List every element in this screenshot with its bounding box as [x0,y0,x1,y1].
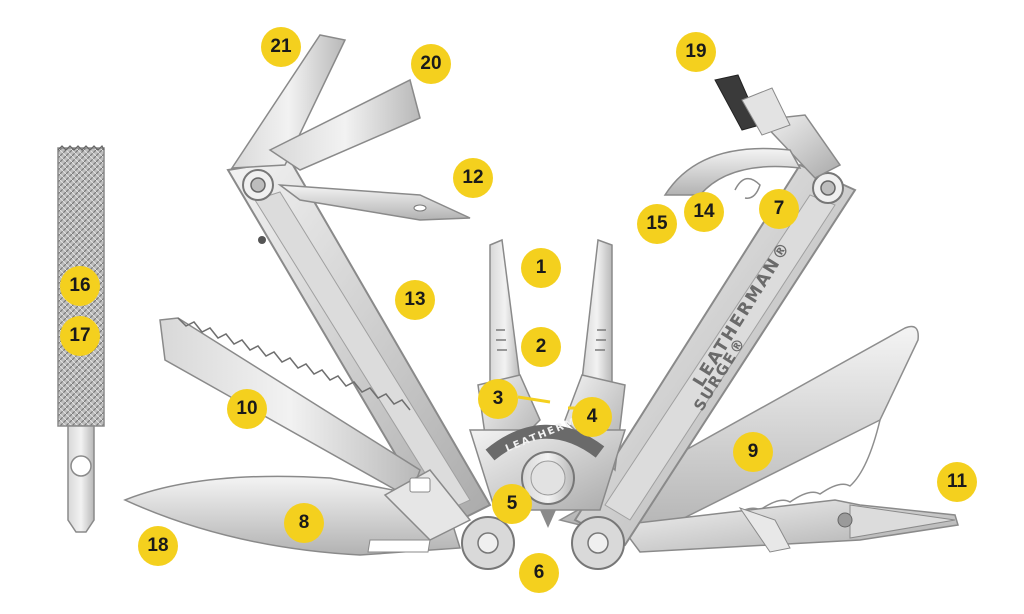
callout-12: 12 [453,158,493,198]
callout-6: 6 [519,553,559,593]
callout-11: 11 [937,462,977,502]
callout-17: 17 [60,316,100,356]
callout-20: 20 [411,44,451,84]
right-handle: LEATHERMAN® SURGE® [573,163,857,547]
callout-19: 19 [676,32,716,72]
callout-9: 9 [733,432,773,472]
callout-2: 2 [521,327,561,367]
bit-driver-and-hook [663,74,842,199]
callout-15: 15 [637,204,677,244]
callout-10: 10 [227,389,267,429]
scissors [618,499,959,553]
lock-knobs [461,510,625,570]
callout-13: 13 [395,280,435,320]
top-left-implements [230,34,471,221]
callout-5: 5 [492,484,532,524]
callout-8: 8 [284,503,324,543]
callout-16: 16 [60,266,100,306]
callout-18: 18 [138,526,178,566]
callout-21: 21 [261,27,301,67]
callout-14: 14 [684,192,724,232]
callout-3: 3 [478,379,518,419]
left-liner-lock [383,469,472,541]
callout-7: 7 [759,189,799,229]
callout-4: 4 [572,397,612,437]
callout-1: 1 [521,248,561,288]
